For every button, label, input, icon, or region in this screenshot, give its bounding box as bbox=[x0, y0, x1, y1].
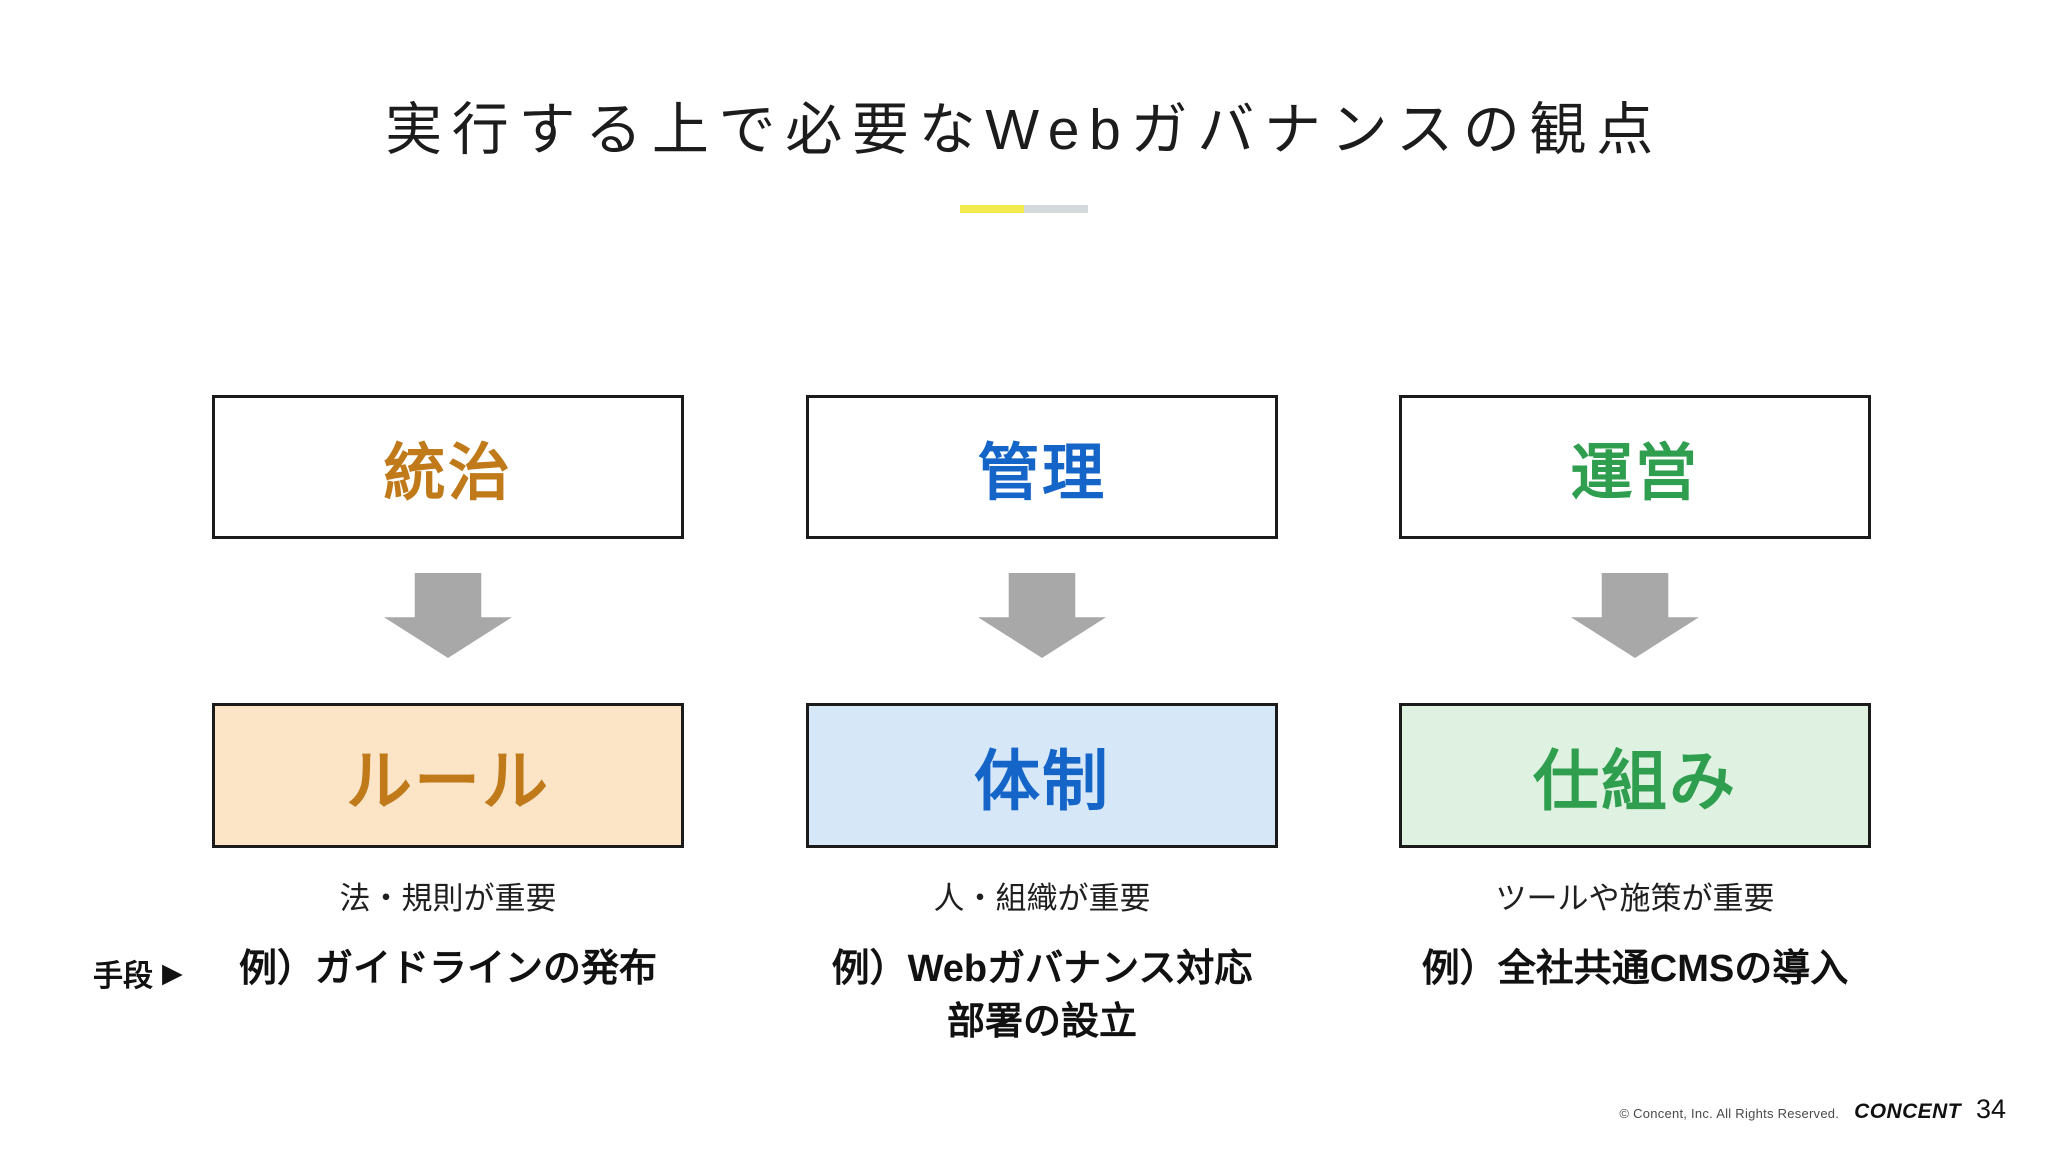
governance-top-box: 統治 bbox=[212, 395, 684, 539]
governance-top-label: 統治 bbox=[383, 439, 513, 508]
operation-bottom-box: 仕組み bbox=[1399, 703, 1871, 848]
column-governance: 統治 ルール 法・規則が重要 例）ガイドラインの発布 bbox=[212, 395, 684, 1075]
slide-footer: © Concent, Inc. All Rights Reserved. CON… bbox=[1619, 1094, 2006, 1125]
column-operation: 運営 仕組み ツールや施策が重要 例）全社共通CMSの導入 bbox=[1399, 395, 1871, 1075]
management-top-label: 管理 bbox=[977, 439, 1107, 508]
copyright-text: © Concent, Inc. All Rights Reserved. bbox=[1619, 1106, 1840, 1121]
governance-example: 例）ガイドラインの発布 bbox=[152, 943, 744, 996]
down-arrow-icon bbox=[1571, 573, 1699, 658]
management-example-line1: 例）Webガバナンス対応 bbox=[831, 948, 1253, 990]
underline-yellow-segment bbox=[960, 205, 1024, 213]
management-example: 例）Webガバナンス対応 部署の設立 bbox=[746, 943, 1338, 1049]
governance-example-line1: 例）ガイドラインの発布 bbox=[238, 948, 657, 990]
concent-logo: CONCENT bbox=[1854, 1100, 1961, 1123]
governance-bottom-box: ルール bbox=[212, 703, 684, 848]
means-label-group: 手段 ▶ bbox=[93, 951, 183, 995]
operation-caption: ツールや施策が重要 bbox=[1495, 881, 1775, 916]
title-underline bbox=[960, 205, 1088, 213]
management-bottom-label: 体制 bbox=[974, 743, 1110, 818]
operation-top-label: 運営 bbox=[1570, 439, 1700, 508]
means-label: 手段 bbox=[93, 960, 153, 993]
down-arrow-icon bbox=[978, 573, 1106, 658]
management-example-line2: 部署の設立 bbox=[946, 1001, 1137, 1044]
triangle-right-icon: ▶ bbox=[162, 957, 183, 988]
page-number: 34 bbox=[1975, 1094, 2006, 1124]
column-management: 管理 体制 人・組織が重要 例）Webガバナンス対応 部署の設立 bbox=[806, 395, 1278, 1075]
underline-gray-segment bbox=[1024, 205, 1088, 213]
governance-bottom-label: ルール bbox=[346, 743, 550, 818]
management-bottom-box: 体制 bbox=[806, 703, 1278, 848]
management-top-box: 管理 bbox=[806, 395, 1278, 539]
operation-bottom-label: 仕組み bbox=[1533, 743, 1737, 818]
slide-title: 実行する上で必要なWebガバナンスの観点 bbox=[385, 98, 1663, 162]
operation-top-box: 運営 bbox=[1399, 395, 1871, 539]
operation-example-line1: 例）全社共通CMSの導入 bbox=[1421, 948, 1849, 990]
down-arrow-icon bbox=[384, 573, 512, 658]
management-caption: 人・組織が重要 bbox=[933, 881, 1151, 916]
governance-caption: 法・規則が重要 bbox=[339, 881, 557, 916]
operation-example: 例）全社共通CMSの導入 bbox=[1339, 943, 1931, 996]
